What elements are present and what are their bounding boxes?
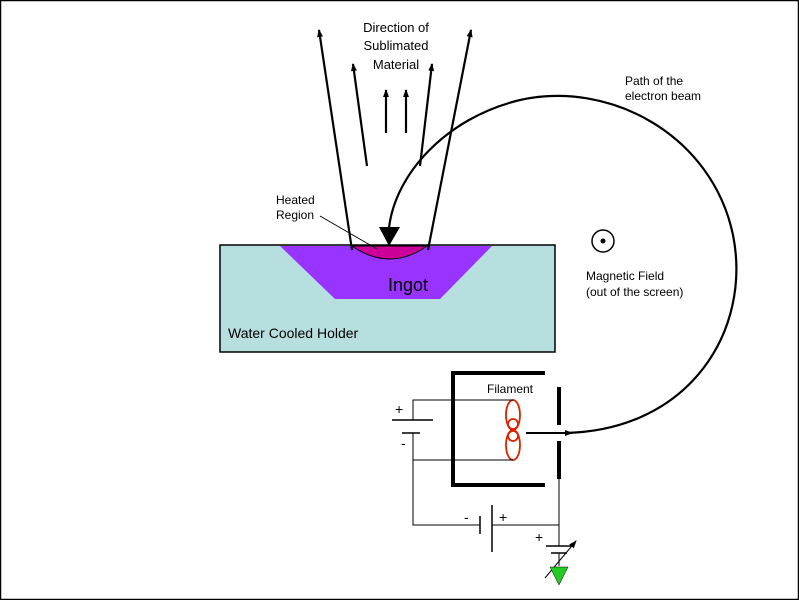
electron-beam-path xyxy=(387,94,738,435)
circuit-wires xyxy=(392,399,577,579)
path-label-line-1: Path of the xyxy=(625,74,683,88)
filament-label: Filament xyxy=(487,382,534,396)
magnetic-field-dot xyxy=(600,238,606,244)
arrow-outer-left xyxy=(317,29,354,251)
ingot xyxy=(280,246,492,299)
heated-label-line-2: Region xyxy=(276,208,314,222)
magnetic-label-line-1: Magnetic Field xyxy=(586,269,664,283)
direction-line-1: Direction of xyxy=(363,20,429,35)
filament-coil xyxy=(505,399,521,461)
filament-battery-minus: - xyxy=(401,435,406,451)
hv-battery-minus: - xyxy=(464,509,469,525)
arrow-outer-right xyxy=(426,29,473,251)
direction-label: Direction of Sublimated Material xyxy=(363,20,429,72)
ingot-label: Ingot xyxy=(388,275,428,295)
holder-label: Water Cooled Holder xyxy=(228,325,359,341)
heated-leader-line xyxy=(319,215,378,250)
arrow-inner-right xyxy=(418,63,435,167)
heated-region xyxy=(350,245,429,260)
ground-icon xyxy=(549,566,569,586)
beam-arrowhead-icon xyxy=(379,227,400,246)
heated-label-line-1: Heated xyxy=(276,193,315,207)
direction-line-2: Sublimated xyxy=(363,38,428,53)
variable-battery-plus: + xyxy=(535,529,543,545)
filament-battery-plus: + xyxy=(395,401,403,417)
direction-line-3: Material xyxy=(373,57,419,72)
magnetic-label-line-2: (out of the screen) xyxy=(586,285,683,299)
sublimation-arrows xyxy=(317,29,473,251)
hv-battery-plus: + xyxy=(499,509,507,525)
arrow-inner-left xyxy=(350,63,369,167)
path-label-line-2: electron beam xyxy=(625,89,701,103)
filament-cup xyxy=(451,371,545,487)
